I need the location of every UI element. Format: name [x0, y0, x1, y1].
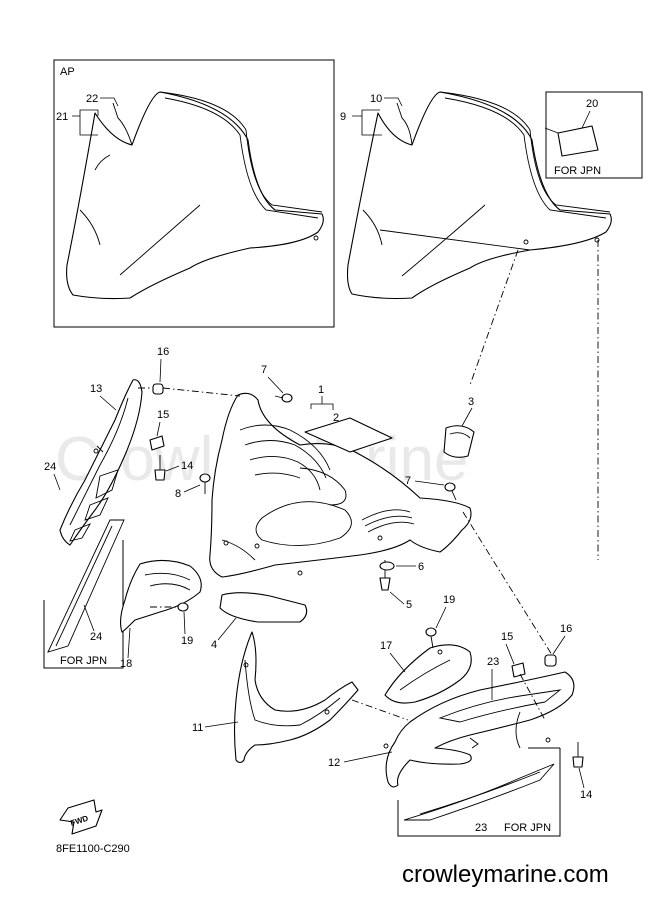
callout-4: 4 — [211, 639, 217, 651]
callout-24-top: 24 — [44, 461, 56, 473]
callout-14-right: 14 — [580, 789, 592, 801]
grommet-6 — [379, 561, 395, 571]
callout-17: 17 — [380, 640, 392, 652]
nut-15-left — [149, 435, 165, 451]
panel-3 — [443, 425, 475, 458]
under-cowl-11 — [233, 631, 359, 764]
bolt-14-left — [154, 455, 166, 481]
for-jpn-box-24 — [43, 540, 124, 669]
callout-2: 2 — [333, 412, 339, 424]
cowling-main — [209, 392, 472, 578]
side-panel-12 — [383, 671, 575, 788]
stripe-24 — [47, 519, 125, 653]
callout-8: 8 — [175, 488, 181, 500]
fwd-arrow-icon: FWD — [59, 799, 103, 835]
callout-7-top: 7 — [261, 364, 267, 376]
diagram-code: 8FE1100-C290 — [56, 843, 130, 855]
callout-6: 6 — [418, 561, 424, 573]
site-url: crowleymarine.com — [402, 861, 609, 888]
callout-22: 22 — [86, 93, 98, 105]
callout-11: 11 — [192, 722, 203, 734]
callout-10: 10 — [370, 93, 382, 105]
callout-19-right: 19 — [443, 594, 455, 606]
callout-5: 5 — [406, 599, 412, 611]
clip-16-right — [544, 654, 557, 667]
screw-19-right — [425, 627, 437, 649]
callout-24-bottom: 24 — [90, 631, 102, 643]
bolt-14-right — [572, 742, 584, 768]
callout-15-right: 15 — [501, 631, 513, 643]
callout-19-left: 19 — [181, 635, 193, 647]
nut-15-right — [511, 662, 526, 678]
cover-17 — [384, 644, 472, 704]
callout-23-bottom: 23 — [475, 822, 487, 834]
callout-12: 12 — [328, 757, 340, 769]
callout-20: 20 — [586, 98, 598, 110]
screw-19-left — [150, 602, 189, 612]
ap-variant-box — [53, 59, 335, 328]
callout-3: 3 — [468, 396, 474, 408]
side-panel-13 — [59, 379, 143, 546]
screw-7-right — [444, 482, 457, 501]
callout-18: 18 — [120, 658, 132, 670]
for-jpn-box-20 — [545, 91, 643, 179]
for-jpn-label-20: FOR JPN — [554, 165, 601, 177]
duct-4 — [219, 592, 308, 623]
callout-14-left: 14 — [181, 460, 193, 472]
screw-8 — [199, 473, 211, 494]
for-jpn-box-23 — [397, 747, 561, 837]
for-jpn-label-23: FOR JPN — [504, 822, 551, 834]
clip-16-left — [138, 383, 164, 395]
duct-18 — [119, 559, 202, 633]
windshield-ap — [66, 91, 324, 300]
callout-16-left: 16 — [157, 346, 169, 358]
ap-label: AP — [60, 66, 75, 78]
callout-1: 1 — [318, 384, 324, 396]
pad-2 — [304, 417, 393, 453]
callout-21: 21 — [56, 111, 68, 123]
callout-23-top: 23 — [487, 656, 499, 668]
callout-13: 13 — [90, 383, 102, 395]
callout-16-right: 16 — [560, 623, 572, 635]
callout-15-left: 15 — [157, 409, 169, 421]
for-jpn-label-24: FOR JPN — [60, 655, 107, 667]
callout-7-right: 7 — [405, 475, 411, 487]
callout-9: 9 — [340, 111, 346, 123]
sticker-20 — [557, 125, 599, 157]
stripe-23 — [403, 763, 555, 821]
windshield-standard — [346, 91, 612, 300]
screw-7-top — [274, 393, 293, 403]
